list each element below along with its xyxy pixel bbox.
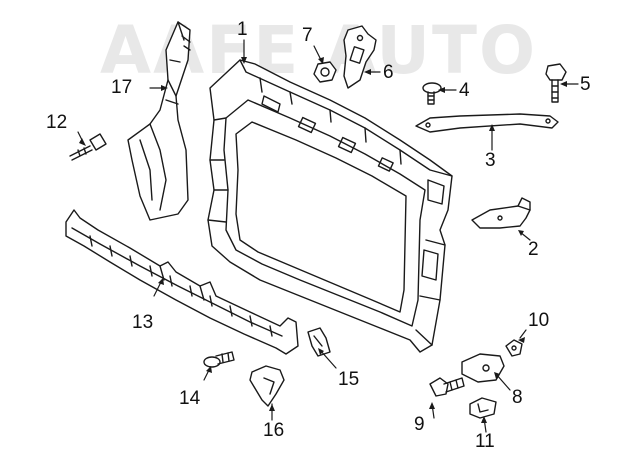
callout-label-12: 12	[46, 112, 68, 133]
bolt-9	[429, 377, 465, 397]
bracket-right	[471, 197, 531, 229]
callout-label-3: 3	[485, 150, 496, 171]
side-air-deflector	[127, 21, 191, 221]
screw-4	[422, 82, 442, 105]
callout-label-10: 10	[528, 310, 550, 331]
callout-label-5: 5	[580, 74, 591, 95]
upper-bracket	[343, 25, 377, 89]
nut	[313, 61, 337, 83]
callout-label-8: 8	[512, 387, 523, 408]
clip-10	[505, 339, 523, 357]
callout-label-17: 17	[111, 77, 133, 98]
callout-label-14: 14	[179, 388, 201, 409]
callout-label-1: 1	[237, 19, 248, 40]
bracket-8	[461, 353, 505, 383]
callout-label-16: 16	[263, 420, 285, 441]
radiator-support-frame	[207, 59, 453, 353]
callout-label-6: 6	[383, 62, 394, 83]
lower-air-guide	[65, 209, 299, 355]
clip-11	[469, 397, 497, 419]
callout-label-4: 4	[459, 80, 470, 101]
bolt-5	[545, 63, 567, 103]
clip-15	[307, 327, 331, 357]
callout-label-9: 9	[414, 414, 425, 435]
callout-label-13: 13	[132, 312, 154, 333]
leader-arrowheads	[79, 57, 567, 423]
upper-bracket-bar	[415, 113, 559, 133]
bolt-14	[203, 351, 235, 368]
callout-label-11: 11	[475, 431, 495, 452]
bolt-12	[69, 133, 107, 161]
callout-label-15: 15	[338, 369, 360, 390]
callout-label-2: 2	[528, 239, 539, 260]
bracket-16	[249, 365, 285, 407]
callout-label-7: 7	[302, 25, 313, 46]
